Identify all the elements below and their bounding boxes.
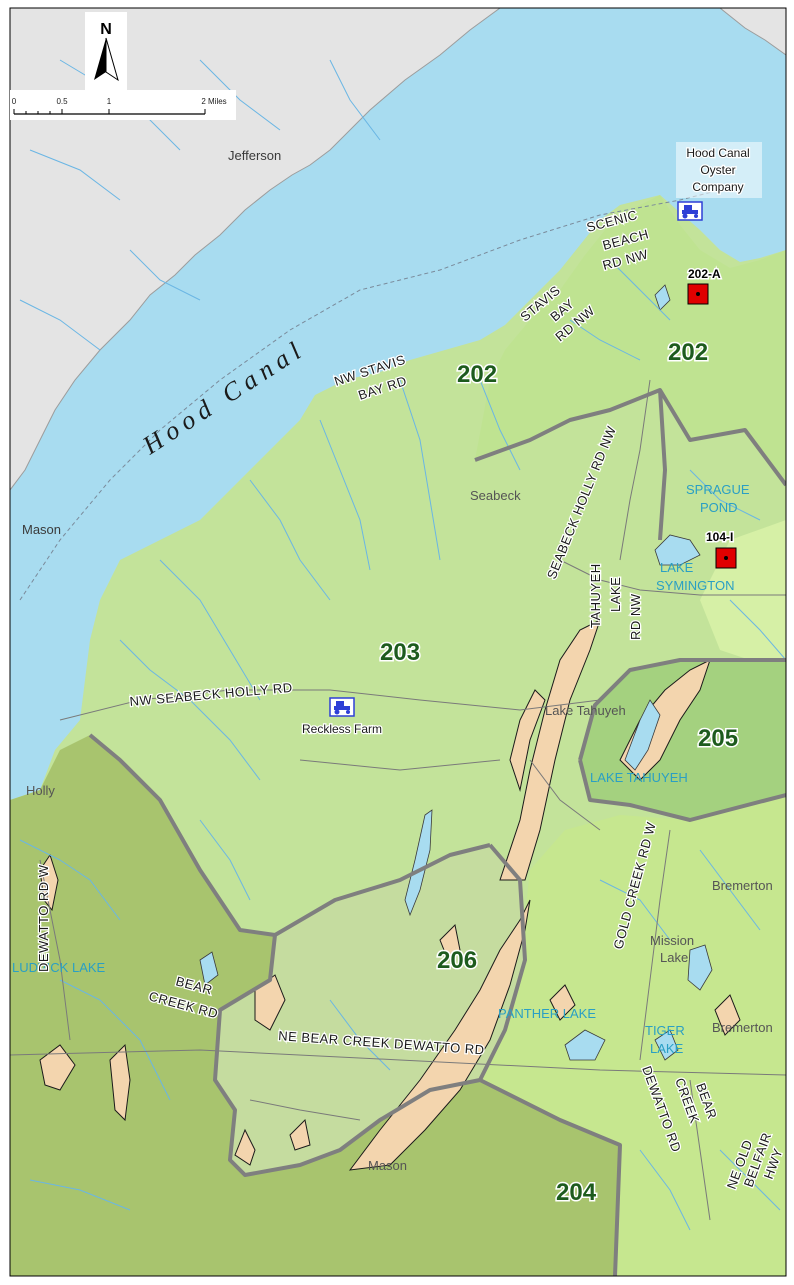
southeast-area — [480, 795, 786, 1276]
unit-205-area — [580, 660, 786, 820]
mission-lake-label-2: Lake — [660, 950, 688, 965]
seabeck-label: Seabeck — [470, 488, 521, 503]
tractor-icon — [329, 697, 355, 717]
tahuyeh-lake-label-3: RD NW — [628, 593, 643, 640]
north-arrow: N — [85, 12, 127, 90]
unit-label-205: 205 — [698, 725, 738, 752]
scale-tick-0-5: 0.5 — [56, 97, 68, 106]
facility-202-a-label: 202-A — [688, 267, 721, 281]
sprague-pond-label-1: SPRAGUE — [686, 482, 750, 497]
facility-104-i[interactable]: 104-I — [705, 529, 737, 569]
unit-boundaries — [88, 388, 786, 1276]
lake-symington-label-2: SYMINGTON — [656, 578, 735, 593]
tiger-lake-label-1: TIGER — [645, 1023, 685, 1038]
farm-name-line-2: Oyster — [700, 163, 735, 177]
scale-tick-2: 2 Miles — [201, 97, 226, 106]
jefferson-label: Jefferson — [228, 148, 281, 163]
tahuyeh-lake-label-1: TAHUYEH — [588, 563, 603, 628]
east-land — [719, 8, 786, 56]
dewatto-rd-w-label: DEWATTO RD W — [36, 864, 51, 972]
tahuyeh-lake-label-2: LAKE — [608, 577, 623, 612]
canal-centerline — [19, 189, 721, 601]
jefferson-land — [10, 8, 501, 491]
mason-south-label: Mason — [368, 1158, 407, 1173]
unit-label-204: 204 — [556, 1179, 597, 1206]
tractor-icon — [677, 201, 703, 221]
unit-label-206: 206 — [437, 947, 477, 974]
north-arrow-label: N — [100, 21, 112, 38]
bremerton-label-2: Bremerton — [712, 1020, 773, 1035]
farm-hood-canal-oyster[interactable]: Hood Canal Oyster Company — [676, 142, 762, 221]
farm-name-line-1: Reckless Farm — [302, 722, 382, 736]
lake-tahuyeh-place-label: Lake Tahuyeh — [545, 703, 626, 718]
map-frame — [9, 7, 787, 1277]
farm-name-line-3: Company — [692, 180, 743, 194]
unit-label-202-west: 202 — [457, 361, 497, 388]
lakes — [199, 284, 713, 1061]
east-light-area — [700, 520, 786, 660]
roads — [10, 379, 786, 1221]
unit-204-area — [10, 735, 620, 1276]
scale-tick-1: 1 — [107, 97, 112, 106]
panther-lake-label: PANTHER LAKE — [498, 1006, 596, 1021]
scale-bar: 0 0.5 1 2 Miles — [10, 90, 236, 120]
sprague-pond-label-2: POND — [700, 500, 738, 515]
facility-104-i-label: 104-I — [706, 530, 733, 544]
lake-symington-label-1: LAKE — [660, 560, 694, 575]
holly-label: Holly — [26, 783, 55, 798]
tiger-lake-label-2: LAKE — [650, 1041, 684, 1056]
farm-name-line-1: Hood Canal — [686, 146, 749, 160]
mason-west-label: Mason — [22, 522, 61, 537]
unit-202-area — [475, 195, 786, 485]
facility-202-a[interactable]: 202-A — [687, 266, 723, 305]
unit-label-203: 203 — [380, 639, 420, 666]
bremerton-label-1: Bremerton — [712, 878, 773, 893]
mission-lake-label-1: Mission — [650, 933, 694, 948]
ludvick-lake-label: LUDVICK LAKE — [12, 960, 106, 975]
unit-label-202-east: 202 — [668, 339, 708, 366]
unit-206-area — [215, 845, 525, 1175]
lake-tahuyeh-label: LAKE TAHUYEH — [590, 770, 688, 785]
scale-tick-0: 0 — [12, 97, 17, 106]
farm-reckless[interactable]: Reckless Farm — [301, 697, 383, 737]
